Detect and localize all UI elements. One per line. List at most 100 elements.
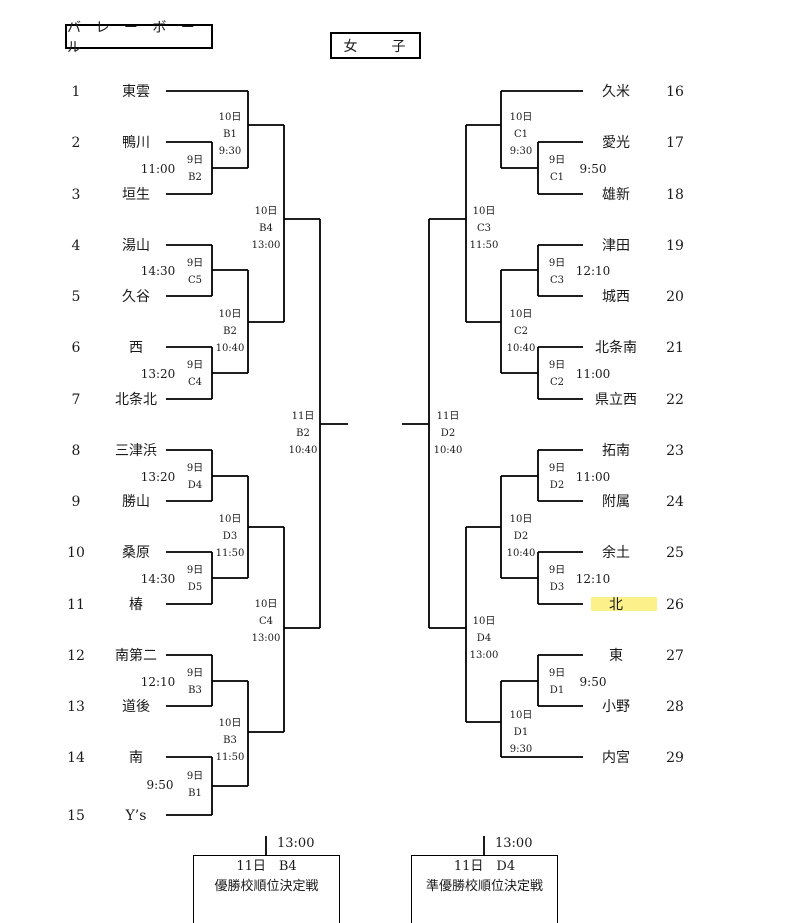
team-number: 3 (72, 187, 81, 203)
team-number: 7 (72, 392, 81, 408)
match-time: 11:50 (470, 240, 499, 251)
match-day: 10日 (473, 206, 496, 217)
team-number: 22 (666, 392, 684, 408)
match-court: C4 (188, 377, 202, 388)
match-day: 9日 (187, 155, 203, 166)
match-time: 9:50 (580, 675, 607, 689)
match-court: D5 (188, 582, 202, 593)
team-name: 桑原 (122, 545, 150, 561)
match-court: C5 (188, 275, 202, 286)
match-time: 14:30 (141, 572, 176, 586)
team-number: 5 (72, 289, 81, 305)
final-right-match: 11日 D4 (453, 859, 516, 874)
match-day: 9日 (549, 668, 565, 679)
final-left-time: 13:00 (277, 836, 315, 851)
match-time: 9:30 (510, 744, 532, 755)
match-time: 9:30 (219, 146, 241, 157)
match-time: 11:00 (576, 367, 611, 381)
team-name: 愛光 (602, 135, 630, 151)
match-day: 10日 (219, 514, 242, 525)
team-number: 26 (666, 597, 684, 613)
match-court: B3 (188, 685, 202, 696)
match-court: B3 (223, 735, 237, 746)
match-court: D4 (188, 480, 202, 491)
match-day: 9日 (187, 565, 203, 576)
match-day: 10日 (510, 309, 533, 320)
team-number: 23 (666, 443, 684, 459)
match-court: C2 (514, 326, 528, 337)
final-left-box: 11日 B4 優勝校順位決定戦 (193, 855, 340, 923)
match-time: 11:50 (216, 752, 245, 763)
team-number: 11 (67, 597, 85, 613)
team-name: 湯山 (122, 237, 150, 254)
team-name: 西 (129, 340, 143, 356)
match-day: 9日 (187, 463, 203, 474)
match-day: 10日 (510, 514, 533, 525)
team-number: 19 (666, 238, 684, 254)
team-number: 6 (72, 340, 81, 356)
match-court: C4 (259, 616, 273, 627)
team-name: 北条南 (595, 339, 637, 356)
match-time: 13:00 (252, 633, 281, 644)
team-name: 道後 (122, 699, 150, 715)
match-day: 10日 (219, 309, 242, 320)
match-day: 10日 (473, 616, 496, 627)
match-day: 9日 (549, 463, 565, 474)
team-number: 14 (67, 750, 85, 766)
match-court: C3 (477, 223, 491, 234)
team-name: 椿 (129, 597, 143, 613)
team-name: 三津浜 (115, 443, 157, 459)
team-name: 南 (129, 750, 143, 766)
match-day: 10日 (255, 599, 278, 610)
match-day: 10日 (255, 206, 278, 217)
match-time: 11:00 (141, 162, 176, 176)
final-right-title: 準優勝校順位決定戦 (425, 879, 543, 894)
team-number: 18 (666, 187, 684, 203)
team-name: 城西 (602, 289, 630, 305)
team-name: 内宮 (602, 750, 630, 766)
team-name: 県立西 (595, 392, 637, 408)
team-number: 27 (666, 648, 684, 664)
match-time: 13:00 (470, 650, 499, 661)
match-court: D4 (477, 633, 491, 644)
match-time: 10:40 (434, 445, 463, 456)
final-right-time: 13:00 (495, 836, 533, 851)
match-time: 12:10 (576, 264, 611, 278)
match-court: D2 (514, 531, 528, 542)
match-time: 10:40 (507, 548, 536, 559)
match-day: 11日 (437, 411, 460, 422)
final-right-box: 11日 D4 準優勝校順位決定戦 (411, 855, 558, 923)
team-number: 28 (666, 699, 684, 715)
team-number: 13 (67, 699, 85, 715)
match-court: B1 (188, 788, 202, 799)
team-name: 余土 (602, 544, 630, 561)
match-court: B2 (296, 428, 310, 439)
team-name: 拓南 (602, 443, 630, 459)
match-time: 9:50 (147, 778, 174, 792)
team-number: 17 (666, 135, 684, 151)
team-number: 25 (666, 545, 684, 561)
match-day: 9日 (549, 360, 565, 371)
match-time: 12:10 (576, 572, 611, 586)
team-name: 勝山 (122, 494, 150, 510)
match-court: C3 (550, 275, 564, 286)
match-court: C2 (550, 377, 564, 388)
match-time: 10:40 (289, 445, 318, 456)
team-number: 1 (72, 84, 81, 100)
team-name: 東雲 (122, 84, 150, 100)
match-time: 14:30 (141, 264, 176, 278)
match-day: 10日 (510, 112, 533, 123)
match-court: D2 (550, 480, 564, 491)
match-day: 9日 (549, 258, 565, 269)
match-time: 11:50 (216, 548, 245, 559)
match-court: D2 (441, 428, 455, 439)
team-name: 南第二 (115, 647, 157, 664)
match-time: 13:00 (252, 240, 281, 251)
match-time: 13:20 (141, 367, 176, 381)
match-day: 9日 (549, 565, 565, 576)
team-name: 東 (609, 648, 623, 664)
match-time: 11:00 (576, 470, 611, 484)
team-number: 20 (666, 289, 684, 305)
